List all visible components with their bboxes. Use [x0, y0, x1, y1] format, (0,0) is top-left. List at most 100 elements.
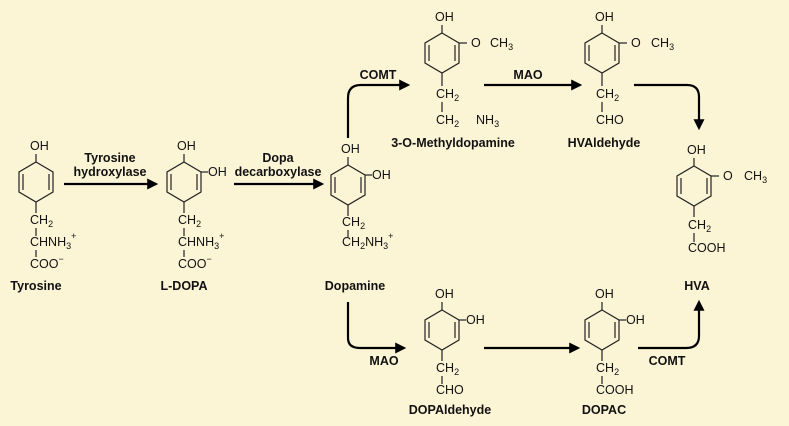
dopamine-ch2nh3-nh: NH	[365, 235, 383, 249]
tyrosine-chnh3-label: CHNH	[30, 235, 66, 249]
methyldopamine-o: O	[471, 36, 481, 50]
dopaldehyde-name: DOPAldehyde	[409, 403, 491, 417]
ldopa-plus: +	[219, 231, 224, 241]
ldopa-chnh3-sub: 3	[214, 241, 219, 251]
svg-text:CH2: CH2	[30, 213, 53, 229]
methyldopamine-oh: OH	[435, 10, 454, 24]
hvaldehyde-ch3: CH	[651, 36, 669, 50]
svg-text:CH2: CH2	[688, 218, 711, 234]
ldopa-structure: OH OH CH2 CHNH3+ COO− L-DOPA	[161, 139, 227, 293]
methyldopamine-name: 3-O-Methyldopamine	[391, 136, 515, 150]
ldopa-name: L-DOPA	[161, 279, 208, 293]
dopac-name: DOPAC	[582, 403, 626, 417]
dopamine-oh-top: OH	[341, 142, 360, 156]
svg-text:CHNH3+: CHNH3+	[178, 231, 224, 251]
ldopa-chnh3-label: CHNH	[178, 235, 214, 249]
methyldopamine-ch2b: CH	[436, 113, 454, 127]
tyrosine-structure: OH CH2 CHNH3+ COO− Tyrosine	[10, 139, 76, 293]
svg-text:CH3: CH3	[744, 169, 767, 185]
hva-ch2-sub: 2	[706, 224, 711, 234]
tyrosine-hydroxylase-label-2: hydroxylase	[74, 165, 147, 179]
dopac-structure: OH OH CH2 COOH DOPAC	[582, 287, 645, 417]
ldopa-oh-top: OH	[177, 139, 196, 153]
tyrosine-chnh3-sub: 3	[66, 241, 71, 251]
dopamine-oh-side: OH	[372, 168, 391, 182]
methyldopamine-ch3-sub: 3	[508, 42, 513, 52]
tyrosine-hydroxylase-label-1: Tyrosine	[84, 151, 135, 165]
svg-text:CH2: CH2	[596, 87, 619, 103]
methyldopamine-nh3: NH	[476, 113, 494, 127]
dopac-ch2-sub: 2	[614, 367, 619, 377]
svg-text:CH2: CH2	[596, 361, 619, 377]
arrow-dopac-to-hva	[638, 299, 705, 350]
dopamine-ch2-sub: 2	[360, 221, 365, 231]
tyrosine-plus: +	[71, 231, 76, 241]
hva-structure: OH O CH3 CH2 COOH HVA	[676, 143, 767, 293]
hva-cooh: COOH	[688, 241, 726, 255]
arrow-hvaldehyde-to-hva	[634, 83, 705, 131]
tyrosine-oh-label: OH	[30, 139, 49, 153]
dopa-decarboxylase-label-2: decarboxylase	[235, 165, 322, 179]
dopamine-ch2nh3-ch: CH	[342, 235, 360, 249]
hvaldehyde-ch2: CH	[596, 87, 614, 101]
dopamine-ch2-label: CH	[342, 215, 360, 229]
hvaldehyde-cho: CHO	[596, 113, 624, 127]
hvaldehyde-ch2-sub: 2	[614, 93, 619, 103]
methyldopamine-ch2-sub: 2	[454, 93, 459, 103]
tyrosine-coo-label: COO	[30, 257, 59, 271]
svg-text:CH3: CH3	[651, 36, 674, 52]
ldopa-ch2-sub: 2	[196, 219, 201, 229]
svg-text:CH2: CH2	[342, 215, 365, 231]
svg-text:CH2NH3+: CH2NH3+	[342, 231, 393, 251]
svg-text:CH2: CH2	[436, 113, 459, 129]
dopamine-name: Dopamine	[325, 279, 385, 293]
dopac-ch2: CH	[596, 361, 614, 375]
tyrosine-name: Tyrosine	[10, 279, 61, 293]
dopamine-ch2nh3-2: 2	[360, 241, 365, 251]
mao-bottom-label: MAO	[369, 354, 398, 368]
arrow-dopamine-to-methyldopamine	[346, 79, 411, 138]
hvaldehyde-o: O	[631, 36, 641, 50]
svg-text:CH2: CH2	[178, 213, 201, 229]
methyldopamine-ch3: CH	[490, 36, 508, 50]
comt-top-label: COMT	[360, 68, 397, 82]
ldopa-minus: −	[206, 254, 211, 264]
hvaldehyde-oh: OH	[595, 10, 614, 24]
dopaldehyde-ch2-sub: 2	[454, 367, 459, 377]
svg-text:CH2: CH2	[436, 361, 459, 377]
tyrosine-minus: −	[58, 254, 63, 264]
dopa-decarboxylase-label-1: Dopa	[262, 151, 294, 165]
dopac-cooh: COOH	[596, 383, 634, 397]
dopaldehyde-structure: OH OH CH2 CHO DOPAldehyde	[409, 287, 491, 417]
svg-text:CHNH3+: CHNH3+	[30, 231, 76, 251]
ldopa-ch2-label: CH	[178, 213, 196, 227]
hvaldehyde-ch3-sub: 3	[669, 42, 674, 52]
svg-text:CH2: CH2	[436, 87, 459, 103]
dopaldehyde-cho: CHO	[436, 383, 464, 397]
methyldopamine-structure: OH O CH3 CH2 CH2 NH3 3-O-Methyldopamine	[391, 10, 515, 150]
dopamine-plus: +	[388, 231, 393, 241]
hvaldehyde-name: HVAldehyde	[568, 136, 641, 150]
methyldopamine-nh3-sub: 3	[494, 119, 499, 129]
ldopa-oh-side: OH	[208, 165, 227, 179]
dopaldehyde-ch2: CH	[436, 361, 454, 375]
svg-text:COO−: COO−	[178, 254, 212, 271]
methyldopamine-ch2b-sub: 2	[454, 119, 459, 129]
mao-top-label: MAO	[513, 68, 542, 82]
comt-bottom-label: COMT	[649, 354, 686, 368]
hva-oh: OH	[687, 143, 706, 157]
svg-text:COO−: COO−	[30, 254, 64, 271]
dopaldehyde-oh-side: OH	[466, 313, 485, 327]
dopaldehyde-oh-top: OH	[435, 287, 454, 301]
dopac-oh-side: OH	[626, 313, 645, 327]
hva-ch2: CH	[688, 218, 706, 232]
dopamine-ch2nh3-3: 3	[383, 241, 388, 251]
hva-o: O	[723, 169, 733, 183]
dopamine-structure: OH OH CH2 CH2NH3+ Dopamine	[325, 142, 394, 293]
hvaldehyde-structure: OH O CH3 CH2 CHO HVAldehyde	[568, 10, 674, 150]
hva-ch3-sub: 3	[762, 175, 767, 185]
hva-name: HVA	[684, 279, 709, 293]
ldopa-coo-label: COO	[178, 257, 207, 271]
